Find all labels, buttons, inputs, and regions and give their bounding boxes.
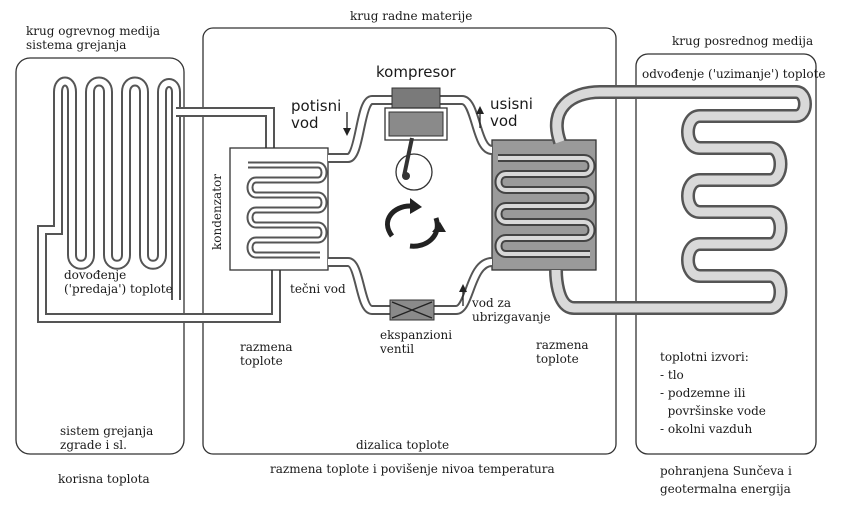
heat-supply-label: dovođenje ('predaja') toplote: [64, 268, 173, 296]
suction-line-2: vod: [490, 112, 518, 130]
expansion-valve: [389, 299, 435, 321]
heat-exchange-right-2: toplote: [536, 352, 579, 366]
footer-left: korisna toplota: [58, 472, 150, 486]
expansion-valve-line-2: ventil: [380, 342, 415, 356]
heat-pump-label: dizalica toplote: [356, 438, 450, 452]
footer-right-line-1: pohranjena Sunčeva i: [660, 464, 792, 478]
center-section-frame: [202, 27, 617, 455]
injection-line-1: vod za: [472, 296, 511, 310]
radiator: [37, 76, 281, 323]
footer-center: razmena toplote i povišenje nivoa temper…: [270, 462, 555, 476]
injection-line-2: ubrizgavanje: [472, 310, 551, 324]
heat-sources-line-4: površinske vode: [660, 404, 766, 418]
heat-sources-line-3: - podzemne ili: [660, 386, 746, 400]
discharge-line-1: potisni: [291, 97, 342, 115]
heat-sources-line-1: toplotni izvori:: [660, 350, 749, 364]
left-title-line-2: sistema grejanja: [26, 38, 127, 52]
liquid-line-label: tečni vod: [290, 282, 346, 296]
condenser-label: kondenzator: [210, 174, 224, 250]
left-section-title: krug ogrevnog medija sistema grejanja: [26, 24, 160, 52]
heating-system-line-2: zgrade i sl.: [60, 438, 127, 452]
footer-right: pohranjena Sunčeva i geotermalna energij…: [660, 462, 792, 498]
heat-exchange-left-label: razmena toplote: [240, 340, 293, 368]
center-section-title: krug radne materije: [350, 9, 473, 23]
expansion-valve-label: ekspanzioni ventil: [380, 328, 452, 356]
heating-system-label: sistem grejanja zgrade i sl.: [60, 424, 153, 452]
circulation-arrows-icon: [385, 198, 446, 249]
suction-line-label: usisni vod: [490, 96, 533, 130]
injection-line-label: vod za ubrizgavanje: [472, 296, 551, 324]
expansion-valve-line-1: ekspanzioni: [380, 328, 453, 342]
heat-supply-line-2: ('predaja') toplote: [64, 282, 173, 296]
refrigerant-circuit: [328, 95, 494, 315]
right-section-title: krug posrednog medija: [672, 34, 814, 48]
heat-exchange-right-1: razmena: [536, 338, 589, 352]
heat-exchange-right-label: razmena toplote: [536, 338, 589, 366]
footer-right-line-2: geotermalna energija: [660, 482, 791, 496]
discharge-line-label: potisni vod: [291, 98, 341, 132]
compressor: [384, 87, 448, 191]
heat-exchange-left-1: razmena: [240, 340, 293, 354]
discharge-line-2: vod: [291, 114, 319, 132]
flow-arrows: [343, 106, 484, 306]
heat-sources-line-5: - okolni vazduh: [660, 422, 753, 436]
left-title-line-1: krug ogrevnog medija: [26, 24, 161, 38]
heat-sources-label: toplotni izvori: - tlo - podzemne ili po…: [660, 348, 766, 438]
heat-sources-line-2: - tlo: [660, 368, 684, 382]
heat-extraction-label: odvođenje ('uzimanje') toplote: [642, 67, 826, 81]
heat-supply-line-1: dovođenje: [64, 268, 127, 282]
heating-system-line-1: sistem grejanja: [60, 424, 154, 438]
left-section-frame: [15, 57, 185, 455]
right-section-frame: [635, 53, 817, 455]
intermediate-loop: [549, 85, 812, 315]
compressor-label: kompresor: [376, 63, 456, 81]
heat-exchange-left-2: toplote: [240, 354, 283, 368]
suction-line-1: usisni: [490, 95, 533, 113]
